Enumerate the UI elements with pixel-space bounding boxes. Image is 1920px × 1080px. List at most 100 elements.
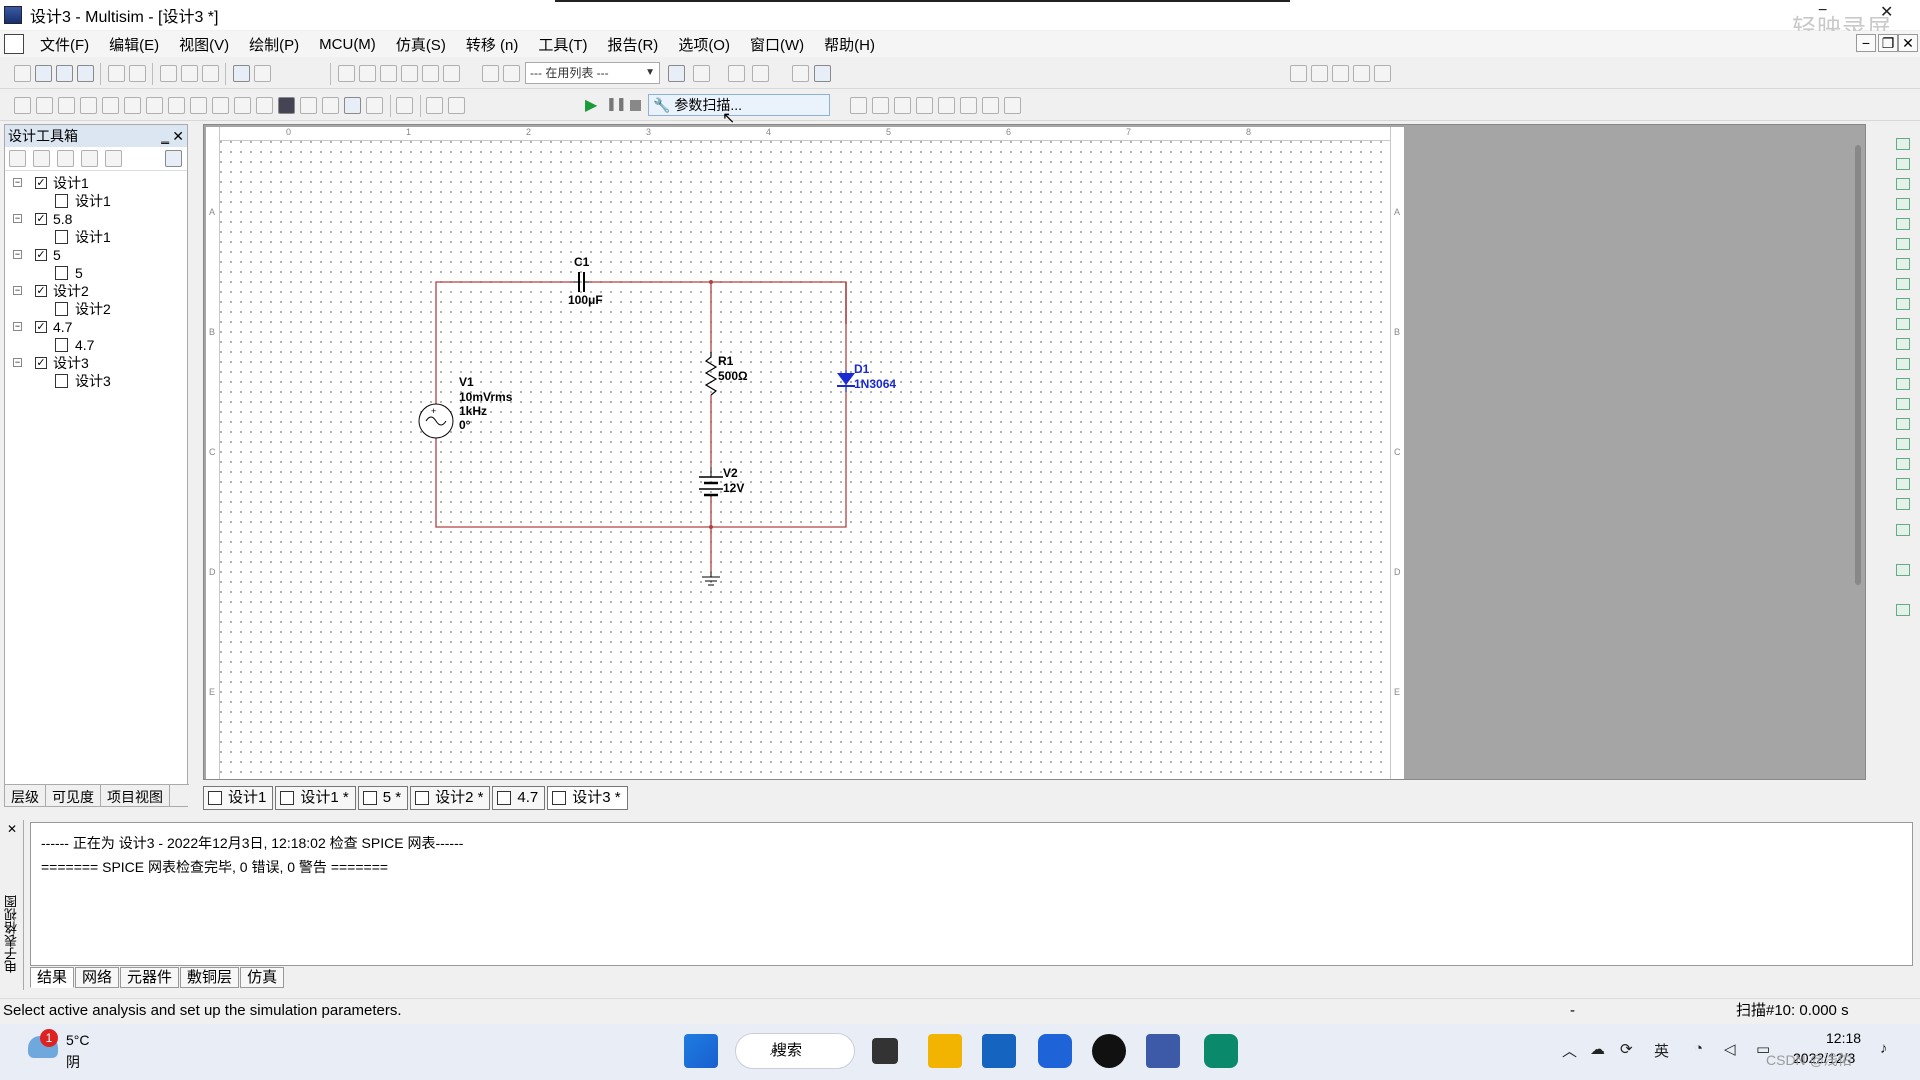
qq-icon[interactable] [1092,1034,1126,1068]
probe-settings-icon[interactable] [982,97,999,114]
design-toolbox-icon[interactable] [380,65,397,82]
paste-icon[interactable] [202,65,219,82]
window-minimize-button[interactable]: − [1818,2,1828,19]
collapse-icon[interactable]: − [13,357,22,367]
copy-icon[interactable] [181,65,198,82]
tree-leaf[interactable]: 4.7 [5,336,187,354]
indicator-component-icon[interactable] [212,97,229,114]
menu-transfer[interactable]: 转移 (n) [465,36,519,54]
screen-recorder-icon[interactable] [1204,1034,1238,1068]
word-generator-icon[interactable] [1896,278,1910,290]
capacitor-c1[interactable] [573,272,589,292]
chevron-up-icon[interactable]: ︿ [1562,1043,1578,1060]
cut-icon[interactable] [160,65,177,82]
bus-icon[interactable] [426,97,443,114]
wire[interactable] [589,281,847,324]
postprocessor-icon[interactable] [482,65,499,82]
tree-node[interactable]: − ✓ 4.7 [5,318,187,336]
tree-node[interactable]: − ✓ 5.8 [5,210,187,228]
mixed-component-icon[interactable] [190,97,207,114]
pause-simulation-icon[interactable]: ❚❚ [606,96,627,111]
in-use-list-dropdown[interactable]: --- 在用列表 --- ▼ [525,62,660,84]
menu-edit[interactable]: 编辑(E) [109,36,160,54]
visibility-checkbox[interactable]: ✓ [35,177,47,189]
tree-node[interactable]: − ✓ 5 [5,246,187,264]
menu-window[interactable]: 窗口(W) [749,36,805,54]
ac-source-v1[interactable]: + [418,403,454,439]
menu-file[interactable]: 文件(F) [40,36,90,54]
visibility-checkbox[interactable]: ✓ [35,321,47,333]
transfer-to-ultiboard-icon[interactable] [693,65,710,82]
visibility-checkbox[interactable]: ✓ [35,285,47,297]
ni-component-icon[interactable] [344,97,361,114]
clock-date[interactable]: 2022/12/3 [1793,1050,1856,1066]
misc-component-icon[interactable] [256,97,273,114]
back-annotate-icon[interactable] [728,65,745,82]
menu-place[interactable]: 绘制(P) [249,36,300,54]
wattmeter-icon[interactable] [1896,178,1910,190]
toolbox-close-button[interactable]: ✕ [172,128,184,144]
browser-icon[interactable] [1038,1034,1072,1068]
battery-icon[interactable]: ▭ [1756,1041,1771,1058]
volume-icon[interactable]: ◁ [1724,1041,1736,1058]
oscilloscope-icon[interactable] [1896,198,1910,210]
undo-icon[interactable] [233,65,250,82]
stop-simulation-icon[interactable] [630,100,641,111]
new-file-icon[interactable] [14,65,31,82]
window-close-button[interactable]: ✕ [1880,4,1894,21]
rf-component-icon[interactable] [300,97,317,114]
four-channel-scope-icon[interactable] [1896,218,1910,230]
task-view-icon[interactable] [872,1038,898,1064]
save-icon[interactable] [77,65,94,82]
tab-visibility[interactable]: 可见度 [46,785,101,806]
rename-sheet-icon[interactable] [105,150,122,167]
fullscreen-icon[interactable] [1374,65,1391,82]
new-sheet-icon[interactable] [9,150,26,167]
menu-simulate[interactable]: 仿真(S) [395,36,446,54]
mcu-component-icon[interactable] [366,97,383,114]
database-manager-icon[interactable] [422,65,439,82]
probe-gear-icon[interactable] [1004,97,1021,114]
network-analyzer-icon[interactable] [1896,398,1910,410]
agilent-multimeter-icon[interactable] [1896,438,1910,450]
menu-view[interactable]: 视图(V) [179,36,230,54]
visibility-checkbox[interactable]: ✓ [35,249,47,261]
tab-4-7[interactable]: 4.7 [492,786,546,810]
analog-component-icon[interactable] [102,97,119,114]
agilent-generator-icon[interactable] [1896,418,1910,430]
tree-node[interactable]: − ✓ 设计1 [5,174,187,192]
bode-plotter-icon[interactable] [1896,238,1910,250]
tree-leaf[interactable]: 设计1 [5,192,187,210]
tab-nets[interactable]: 网络 [75,967,120,988]
collapse-icon[interactable]: − [13,285,22,295]
collapse-icon[interactable]: − [13,249,22,259]
probe-voltage-icon[interactable] [850,97,867,114]
probe-differential-icon[interactable] [916,97,933,114]
forward-annotate-icon[interactable] [752,65,769,82]
ni-elvis-icon[interactable] [1896,524,1910,536]
hierarchical-block-icon[interactable] [396,97,413,114]
probe-digital-icon[interactable] [960,97,977,114]
layer-settings-icon[interactable] [165,150,182,167]
menu-mcu[interactable]: MCU(M) [319,35,376,53]
mdi-restore-button[interactable]: ❐ [1878,34,1898,52]
labview-instrument-icon[interactable] [1896,498,1910,510]
erc-icon[interactable] [503,65,520,82]
tab-components[interactable]: 元器件 [120,967,180,988]
dc-source-v2[interactable] [699,467,723,497]
tree-node[interactable]: − ✓ 设计2 [5,282,187,300]
frequency-counter-icon[interactable] [1896,258,1910,270]
ime-indicator[interactable]: 英 [1654,1043,1670,1060]
document-icon[interactable] [4,34,24,54]
close-sheet-icon[interactable] [81,150,98,167]
transistor-component-icon[interactable] [80,97,97,114]
taskbar-search[interactable]: ⌕ 搜索 [735,1033,855,1069]
zoom-area-icon[interactable] [1332,65,1349,82]
schematic-sheet[interactable]: 0 1 2 3 4 5 6 7 8 A B C D E A B C D E [206,127,1404,779]
cmos-component-icon[interactable] [146,97,163,114]
analysis-selector-button[interactable]: 🔧 参数扫描... [648,94,830,116]
probe-tool-icon[interactable] [1896,604,1910,616]
tab-design1[interactable]: 设计1 [203,786,274,810]
weather-temperature[interactable]: 5°C [66,1032,90,1048]
distortion-analyzer-icon[interactable] [1896,358,1910,370]
